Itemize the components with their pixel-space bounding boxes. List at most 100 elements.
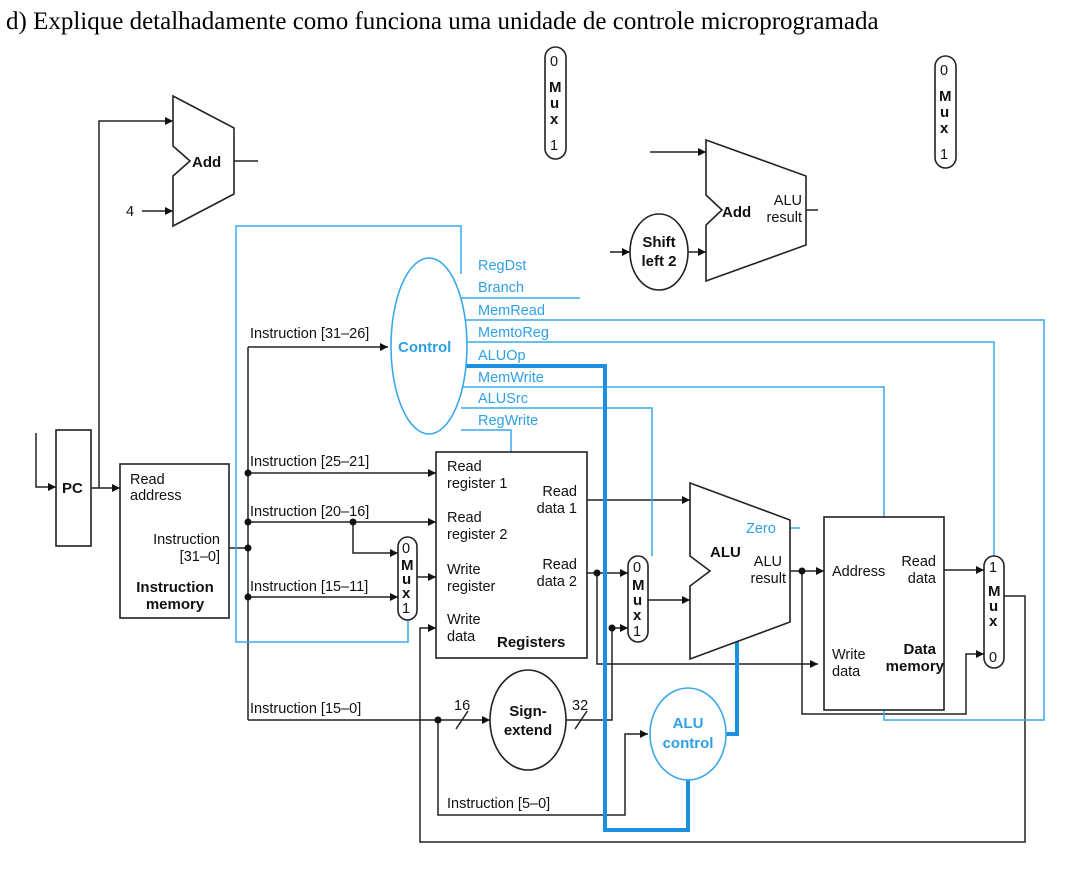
svg-text:1: 1 <box>989 560 997 576</box>
svg-text:left 2: left 2 <box>641 253 676 270</box>
svg-text:result: result <box>751 571 786 587</box>
svg-text:u: u <box>633 592 642 609</box>
svg-text:RegWrite: RegWrite <box>478 413 538 429</box>
svg-text:M: M <box>988 583 1001 600</box>
svg-text:Control: Control <box>398 339 451 356</box>
svg-text:data: data <box>832 664 861 680</box>
svg-text:Instruction [15–0]: Instruction [15–0] <box>250 701 361 717</box>
svg-text:0: 0 <box>989 650 997 666</box>
svg-text:Zero: Zero <box>746 521 776 537</box>
svg-text:Write: Write <box>447 562 481 578</box>
svg-text:result: result <box>767 210 802 226</box>
svg-text:Instruction [5–0]: Instruction [5–0] <box>447 796 550 812</box>
svg-text:MemWrite: MemWrite <box>478 370 544 386</box>
svg-text:16: 16 <box>454 698 470 714</box>
svg-text:Shift: Shift <box>642 234 675 251</box>
svg-text:Address: Address <box>832 564 885 580</box>
mux-alu-src: 0 M u x 1 <box>627 555 649 643</box>
svg-text:x: x <box>633 607 642 624</box>
svg-text:u: u <box>402 571 411 588</box>
svg-text:Write: Write <box>832 647 866 663</box>
svg-text:ALU: ALU <box>754 554 782 570</box>
main-alu: ALU Zero ALU result <box>689 481 791 661</box>
svg-text:u: u <box>940 104 949 121</box>
svg-text:Read: Read <box>447 510 482 526</box>
svg-text:Instruction [20–16]: Instruction [20–16] <box>250 504 369 520</box>
svg-text:Instruction [31–26]: Instruction [31–26] <box>250 326 369 342</box>
svg-text:0: 0 <box>633 560 641 576</box>
svg-text:Read: Read <box>901 554 936 570</box>
svg-text:Add: Add <box>722 204 751 221</box>
svg-text:MemRead: MemRead <box>478 303 545 319</box>
instruction-memory: Read address Instruction [31–0] Instruct… <box>119 463 230 619</box>
register-file: Read register 1 Read register 2 Write re… <box>435 451 588 659</box>
svg-text:1: 1 <box>402 601 410 617</box>
datapath-wires <box>35 117 1026 843</box>
svg-text:x: x <box>989 613 998 630</box>
svg-text:Data: Data <box>903 641 936 658</box>
svg-text:ALU: ALU <box>673 715 704 732</box>
svg-text:Read: Read <box>542 557 577 573</box>
svg-text:Sign-: Sign- <box>509 703 547 720</box>
sign-extend: Sign- extend 16 32 <box>454 669 588 771</box>
svg-text:ALU: ALU <box>710 544 741 561</box>
shift-left-2: Shift left 2 <box>629 213 689 291</box>
alu-control: ALU control <box>649 687 727 781</box>
mux-register-dst: 0 M u x 1 <box>397 536 418 621</box>
svg-text:ALUSrc: ALUSrc <box>478 391 528 407</box>
svg-text:[31–0]: [31–0] <box>180 549 220 565</box>
svg-text:memory: memory <box>886 658 945 675</box>
svg-text:0: 0 <box>940 63 948 79</box>
svg-text:4: 4 <box>126 204 134 220</box>
svg-text:Read: Read <box>447 459 482 475</box>
svg-text:M: M <box>939 88 952 105</box>
svg-text:x: x <box>550 111 559 128</box>
data-memory: Address Read data Write data Data memory <box>823 516 945 711</box>
svg-text:1: 1 <box>633 624 641 640</box>
svg-text:memory: memory <box>146 596 205 613</box>
svg-text:u: u <box>550 95 559 112</box>
svg-text:Add: Add <box>192 154 221 171</box>
svg-text:x: x <box>940 120 949 137</box>
svg-text:data 1: data 1 <box>537 501 577 517</box>
mux-top-pc: 0 M u x 1 <box>544 46 567 160</box>
svg-text:extend: extend <box>504 722 552 739</box>
svg-text:ALUOp: ALUOp <box>478 348 526 364</box>
control-wires <box>235 225 1045 832</box>
svg-text:MemtoReg: MemtoReg <box>478 325 549 341</box>
mux-top-right: 0 M u x 1 <box>934 55 957 169</box>
question-text: d) Explique detalhadamente como funciona… <box>6 8 879 35</box>
svg-text:data 2: data 2 <box>537 574 577 590</box>
control-unit: Control <box>390 257 468 435</box>
mux-mem-to-reg: 1 M u x 0 <box>983 555 1005 669</box>
svg-text:Instruction: Instruction <box>153 532 220 548</box>
svg-text:register 1: register 1 <box>447 476 507 492</box>
svg-text:address: address <box>130 488 182 504</box>
svg-text:control: control <box>663 735 714 752</box>
pc-block: PC <box>55 429 92 547</box>
svg-text:Read: Read <box>130 472 165 488</box>
svg-text:register 2: register 2 <box>447 527 507 543</box>
svg-text:data: data <box>447 629 476 645</box>
svg-text:register: register <box>447 579 496 595</box>
svg-text:PC: PC <box>62 480 83 497</box>
svg-text:RegDst: RegDst <box>478 258 526 274</box>
svg-text:32: 32 <box>572 698 588 714</box>
svg-text:Instruction: Instruction <box>136 579 214 596</box>
svg-text:Instruction [15–11]: Instruction [15–11] <box>250 579 368 595</box>
svg-text:Branch: Branch <box>478 280 524 296</box>
svg-text:1: 1 <box>940 147 948 163</box>
svg-text:M: M <box>401 557 414 574</box>
svg-text:M: M <box>549 79 562 96</box>
branch-adder: Add ALU result <box>705 138 807 283</box>
svg-text:Instruction [25–21]: Instruction [25–21] <box>250 454 369 470</box>
svg-text:0: 0 <box>550 54 558 70</box>
svg-text:Write: Write <box>447 612 481 628</box>
svg-text:1: 1 <box>550 138 558 154</box>
svg-text:data: data <box>908 571 937 587</box>
pc-adder: Add 4 <box>126 94 235 228</box>
svg-text:0: 0 <box>402 541 410 557</box>
svg-text:u: u <box>989 598 998 615</box>
control-signal-labels: RegDst Branch MemRead MemtoReg ALUOp Mem… <box>478 258 549 429</box>
